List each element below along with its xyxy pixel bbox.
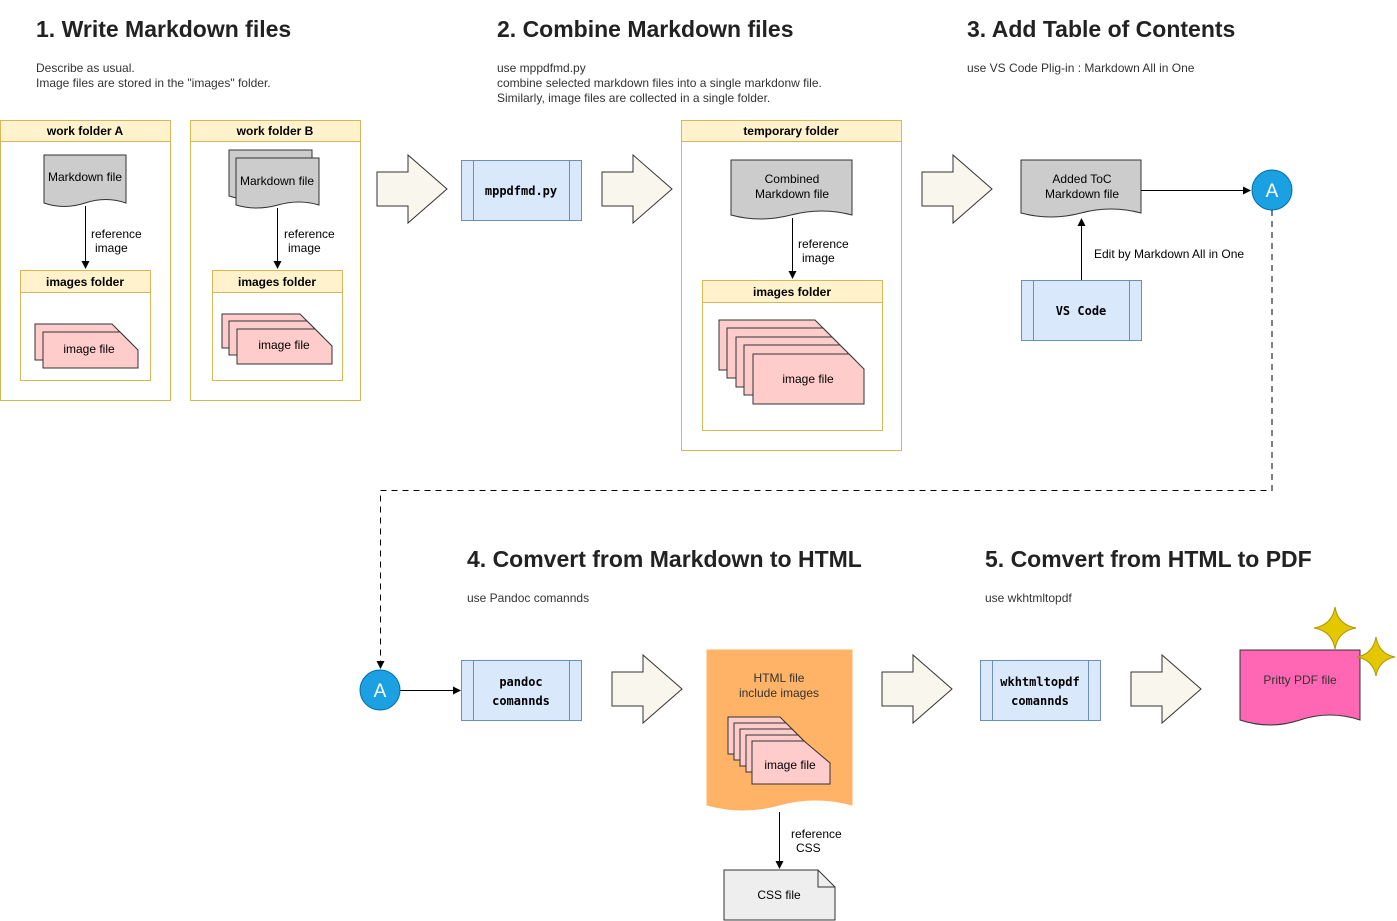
mppdfmd-label: mppdfmd.py — [485, 184, 557, 198]
step3-desc-line: use VS Code Plig-in : Markdown All in On… — [967, 61, 1195, 75]
step4-desc-line: use Pandoc comannds — [467, 591, 590, 605]
image-file-label: image file — [782, 372, 834, 386]
step4-description: use Pandoc comannds — [467, 591, 589, 606]
images-folder-label: images folder — [753, 285, 831, 299]
step5-description: use wkhtmltopdf — [985, 591, 1072, 606]
work-folder-b-label: work folder B — [236, 124, 314, 138]
flow-arrow — [921, 153, 993, 225]
images-folder-label: images folder — [46, 275, 124, 289]
step5-title: 5. Comvert from HTML to PDF — [985, 546, 1312, 572]
step1-description: Describe as usual. Image files are store… — [36, 61, 271, 91]
flow-arrow — [881, 653, 953, 725]
markdown-file-label: Markdown file — [48, 170, 122, 184]
pandoc-process: pandoc comannds — [461, 660, 582, 721]
wkhtmltopdf-label: comannds — [1011, 694, 1069, 708]
combined-markdown-doc: Combined Markdown file — [730, 159, 853, 220]
reference-label: reference — [284, 227, 335, 241]
image-file-stack: image file — [727, 716, 831, 785]
vscode-label: VS Code — [1056, 304, 1107, 318]
added-toc-label: Markdown file — [1045, 187, 1119, 201]
flow-arrow — [611, 653, 683, 725]
flow-arrow — [1130, 653, 1202, 725]
css-file-label: CSS file — [757, 888, 801, 902]
markdown-file-label: Markdown file — [240, 174, 314, 188]
markdown-file-doc: Markdown file — [43, 154, 127, 207]
pdf-file-doc: Pritty PDF file — [1239, 649, 1361, 726]
css-file-doc: CSS file — [723, 869, 836, 921]
image-file-label: image file — [258, 338, 310, 352]
combined-markdown-label: Combined — [765, 172, 820, 186]
dashed-connector — [376, 210, 1273, 669]
combined-markdown-label: Markdown file — [755, 187, 829, 201]
step1-desc-line: Image files are stored in the "images" f… — [36, 76, 271, 90]
connector-label: A — [374, 681, 387, 702]
work-folder-a-label: work folder A — [46, 124, 124, 138]
step3-description: use VS Code Plig-in : Markdown All in On… — [967, 61, 1194, 76]
step2-title: 2. Combine Markdown files — [497, 16, 794, 42]
markdown-file-stack: Markdown file — [228, 149, 320, 209]
step1-title: 1. Write Markdown files — [36, 16, 292, 42]
step2-desc-line: Similarly, image files are collected in … — [497, 91, 771, 105]
flow-arrow — [601, 153, 673, 225]
reference-css-label: CSS — [796, 841, 821, 855]
step2-description: use mppdfmd.py combine selected markdown… — [497, 61, 822, 106]
pandoc-label: pandoc — [499, 675, 542, 689]
reference-label: image — [288, 241, 321, 255]
wkhtmltopdf-process: wkhtmltopdf comannds — [980, 660, 1101, 721]
vscode-process: VS Code — [1021, 280, 1142, 341]
images-folder-label: images folder — [238, 275, 316, 289]
pdf-file-label: Pritty PDF file — [1263, 673, 1337, 687]
image-file-stack: image file — [221, 313, 333, 365]
temporary-folder-label: temporary folder — [743, 124, 839, 138]
wkhtmltopdf-label: wkhtmltopdf — [1000, 675, 1079, 689]
step2-desc-line: use mppdfmd.py — [497, 61, 586, 75]
reference-css-label: reference — [791, 827, 842, 841]
edit-label: Edit by Markdown All in One — [1094, 247, 1244, 261]
image-file-label: image file — [63, 342, 115, 356]
reference-label: reference — [798, 237, 849, 251]
connector-a-bottom: A — [359, 669, 401, 711]
flow-arrow — [376, 153, 448, 225]
sparkle-icon — [1356, 636, 1396, 677]
reference-label: reference — [91, 227, 142, 241]
mppdfmd-process: mppdfmd.py — [461, 160, 582, 221]
connector-a-top: A — [1251, 169, 1293, 211]
added-toc-label: Added ToC — [1052, 172, 1111, 186]
reference-label: image — [95, 241, 128, 255]
connector-label: A — [1266, 181, 1279, 202]
step4-title: 4. Comvert from Markdown to HTML — [467, 546, 862, 572]
reference-label: image — [802, 251, 835, 265]
added-toc-markdown-doc: Added ToC Markdown file — [1020, 159, 1142, 218]
step2-desc-line: combine selected markdown files into a s… — [497, 76, 822, 90]
pandoc-label: comannds — [492, 694, 550, 708]
image-file-label: image file — [764, 758, 816, 772]
step5-desc-line: use wkhtmltopdf — [985, 591, 1072, 605]
step1-desc-line: Describe as usual. — [36, 61, 135, 75]
html-file-label: include images — [739, 686, 819, 700]
html-file-label: HTML file — [754, 671, 805, 685]
sparkle-icon — [1313, 606, 1357, 650]
step3-title: 3. Add Table of Contents — [967, 16, 1236, 42]
image-file-stack: image file — [718, 319, 865, 405]
image-file-stack: image file — [34, 323, 139, 369]
